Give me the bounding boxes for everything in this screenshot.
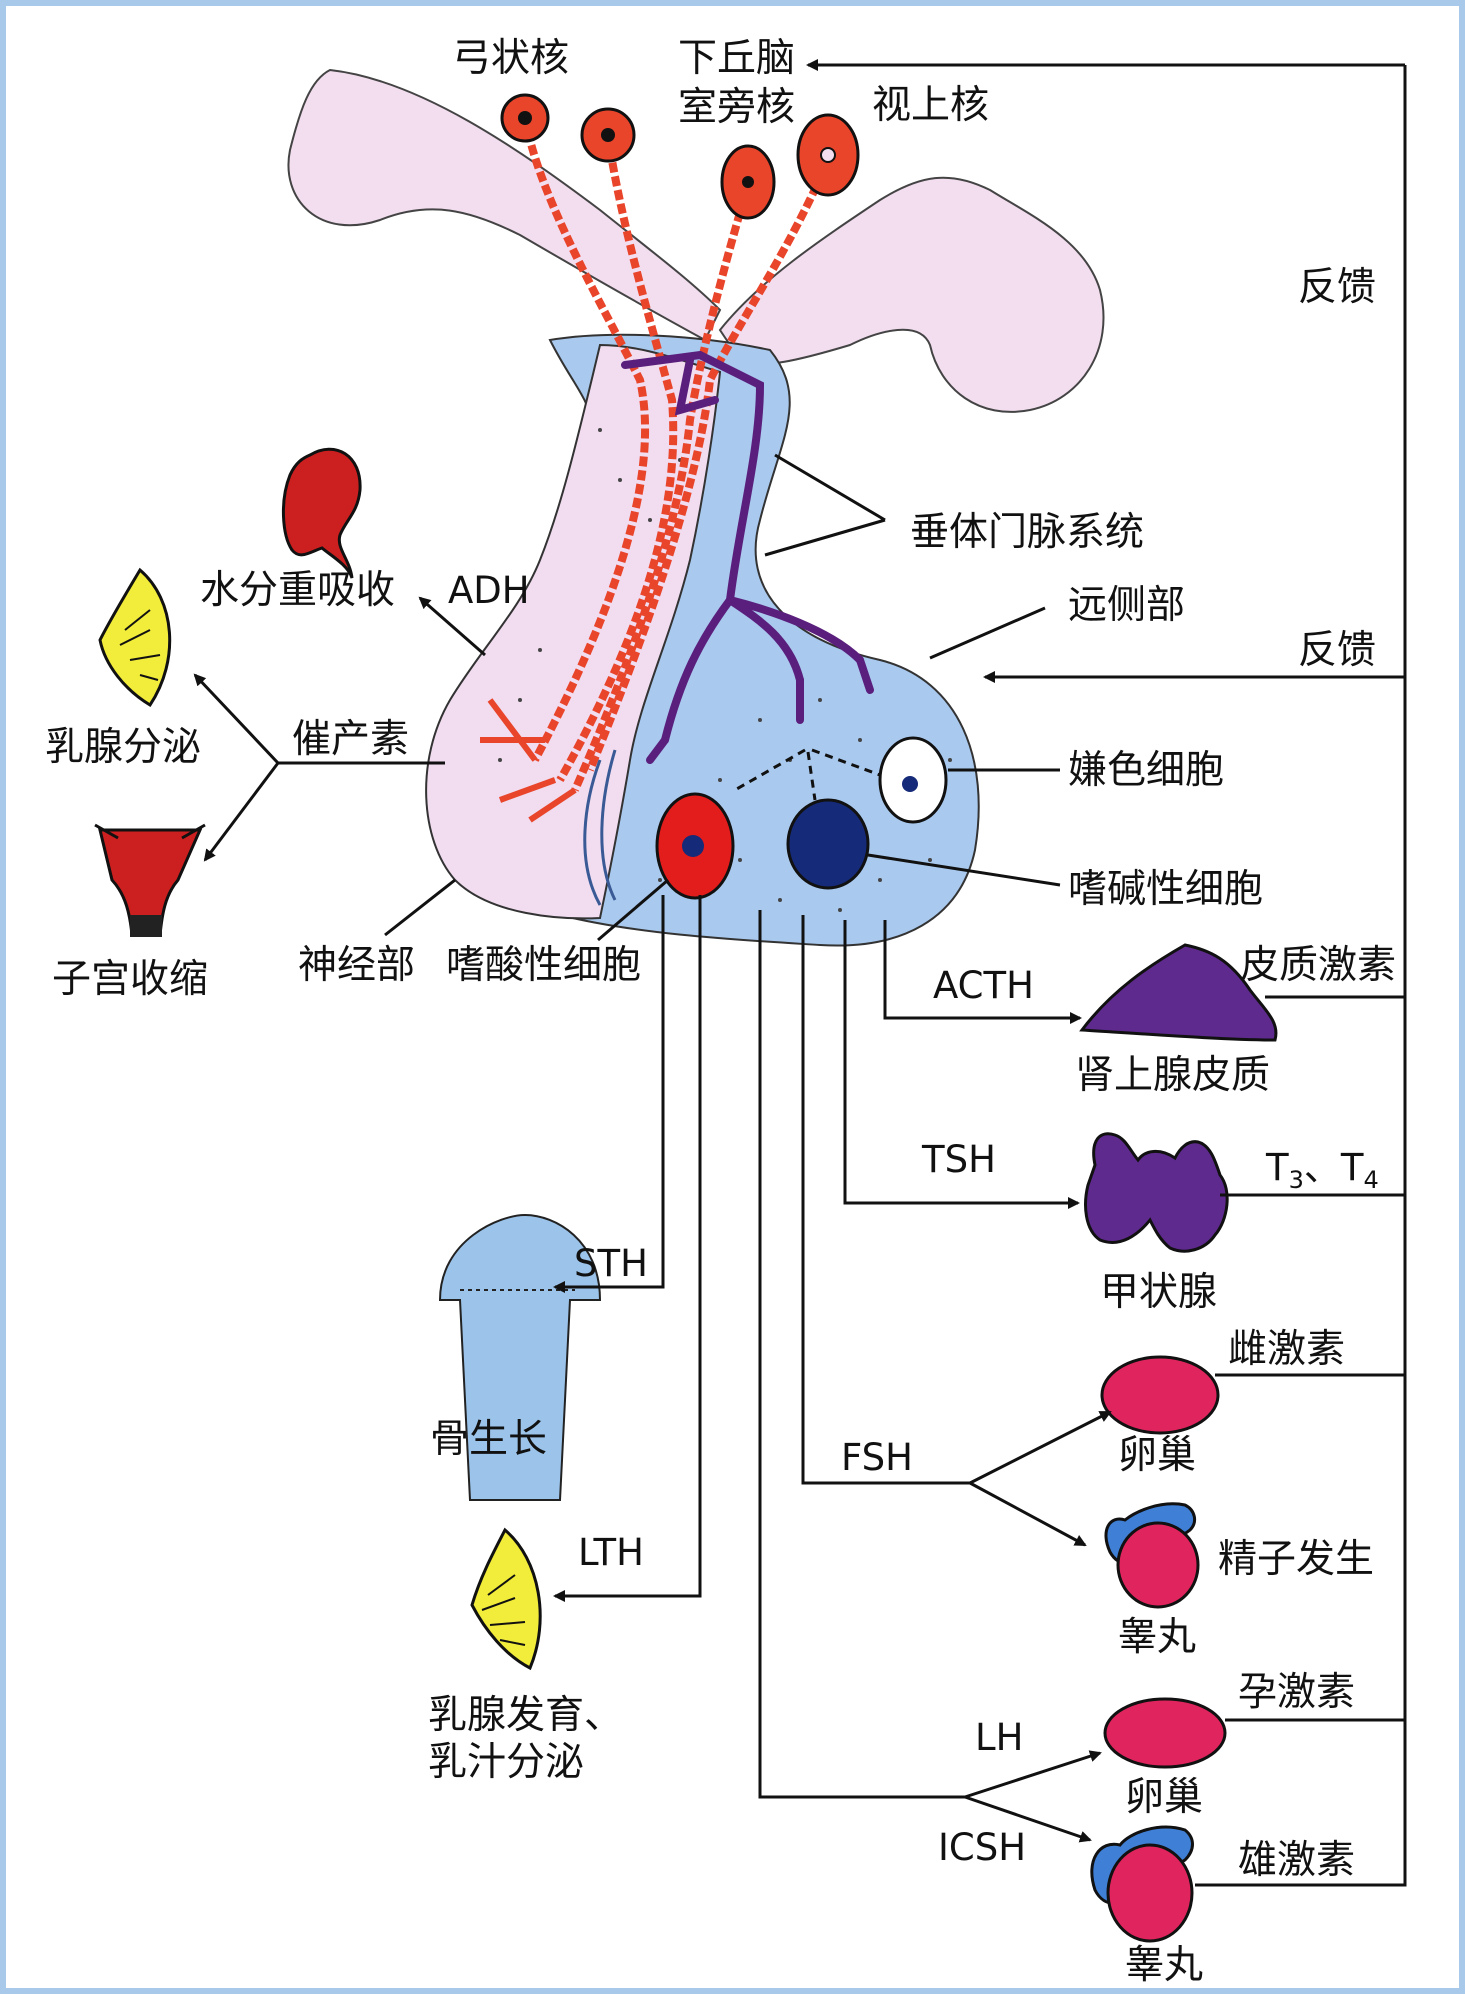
hypothalamus-right-lobe [718, 176, 1105, 413]
mammary-gland-icon-top [98, 567, 172, 708]
thyroid-icon [1084, 1132, 1229, 1253]
label-paraventricular-nucleus: 室旁核 [678, 85, 795, 130]
arcuate-neuron-1-nucleus [518, 111, 532, 125]
label-arcuate-nucleus: 弓状核 [452, 36, 569, 81]
label-lth: LTH [578, 1531, 644, 1574]
label-spermatogenesis: 精子发生 [1218, 1537, 1374, 1582]
portal-vessels [621, 350, 874, 764]
label-t3-t4: T3、T4 [1265, 1146, 1379, 1194]
labels: 弓状核 下丘脑 室旁核 视上核 反馈 垂体门脉系统 远侧部 反馈 水分重吸收 A… [45, 36, 1396, 1988]
label-bone-growth: 骨生长 [430, 1417, 547, 1462]
ovary-icon-lh [1103, 1697, 1227, 1769]
fsh-line [801, 915, 970, 1485]
portal-pointer-2 [764, 518, 886, 557]
label-ovary-lh: 卵巢 [1125, 1775, 1203, 1820]
label-adrenal-cortex: 肾上腺皮质 [1075, 1053, 1270, 1098]
portal-pointer-1 [774, 453, 886, 522]
acidophil-pointer [597, 878, 669, 942]
cell-secretion-arrows [734, 748, 881, 801]
label-acth: ACTH [933, 964, 1034, 1007]
label-oxytocin: 催产素 [292, 717, 409, 762]
basophil-pointer [867, 853, 1061, 887]
supraoptic-neuron-nucleus [820, 147, 836, 163]
label-basophil: 嗜碱性细胞 [1068, 867, 1263, 912]
label-milk-secretion: 乳腺分泌 [45, 725, 201, 770]
neurohypophysis [425, 343, 722, 920]
label-testis-icsh: 睾丸 [1125, 1943, 1203, 1988]
hypothalamus-tissue [287, 68, 1105, 413]
label-hypothalamus: 下丘脑 [678, 36, 795, 81]
adrenal-cortex-icon [1079, 943, 1278, 1042]
uterus-icon [94, 823, 206, 937]
oxytocin-arrow-mammary [193, 673, 280, 765]
acidophil-cell-nucleus [682, 835, 704, 857]
label-corticosteroid: 皮质激素 [1240, 943, 1396, 988]
nerve-fiber-2 [556, 134, 678, 782]
label-fsh: FSH [841, 1436, 913, 1479]
nerve-terminal-branches [480, 698, 577, 823]
cell-types [583, 736, 948, 906]
icsh-arrow-testis [964, 1795, 1092, 1843]
testis-icon-fsh [1104, 1502, 1200, 1609]
feedback-lines [806, 59, 1407, 1887]
fsh-arrow-testis [969, 1481, 1087, 1547]
label-feedback-mid: 反馈 [1298, 628, 1376, 673]
arcuate-neuron-2-nucleus [601, 128, 615, 142]
label-lactation: 乳汁分泌 [428, 1740, 584, 1785]
paraventricular-neuron-nucleus [742, 176, 754, 188]
label-pars-nervosa: 神经部 [298, 943, 415, 988]
label-ovary-fsh: 卵巢 [1118, 1433, 1196, 1478]
label-estrogen: 雌激素 [1228, 1327, 1345, 1372]
label-tsh: TSH [921, 1138, 996, 1181]
lh-line [758, 910, 965, 1799]
pars-tuberalis-strands [583, 749, 617, 906]
label-chromophobe: 嫌色细胞 [1068, 748, 1224, 793]
lh-arrow-ovary [964, 1750, 1102, 1799]
kidney-icon [281, 447, 362, 579]
basophil-cell [786, 798, 870, 890]
hypothalamus-left-lobe [287, 68, 722, 342]
mammary-gland-icon-bottom [470, 1527, 542, 1671]
label-sth: STH [574, 1242, 648, 1285]
fsh-arrow-ovary [969, 1410, 1112, 1485]
label-supraoptic-nucleus: 视上核 [872, 83, 989, 128]
label-androgen: 雄激素 [1238, 1838, 1355, 1883]
label-feedback-top: 反馈 [1298, 265, 1376, 310]
acth-arrow [883, 920, 1082, 1024]
nerve-fiber-3 [571, 183, 752, 792]
label-mammary-development: 乳腺发育、 [428, 1693, 623, 1738]
chromophobe-cell-nucleus [902, 776, 918, 792]
label-pars-distalis: 远侧部 [1068, 583, 1185, 628]
label-portal-system: 垂体门脉系统 [910, 510, 1144, 555]
hormone-lines [193, 453, 1112, 1843]
label-acidophil: 嗜酸性细胞 [446, 943, 641, 988]
label-progesterone: 孕激素 [1238, 1670, 1355, 1715]
adh-arrow [418, 596, 486, 657]
sth-arrow [553, 895, 665, 1293]
ovary-icon-fsh [1100, 1355, 1220, 1435]
label-water-reabsorption: 水分重吸收 [200, 568, 395, 613]
lth-arrow [553, 895, 702, 1602]
label-icsh: ICSH [938, 1826, 1026, 1869]
label-adh: ADH [448, 569, 530, 612]
tsh-arrow [843, 920, 1080, 1209]
pars-distalis-pointer [929, 606, 1046, 660]
label-uterine-contraction: 子宫收缩 [52, 957, 208, 1002]
feedback-main-bus [1195, 65, 1407, 1887]
nerve-fiber-1 [521, 117, 650, 762]
oxytocin-arrow-uterus [203, 762, 280, 862]
label-lh: LH [975, 1716, 1023, 1759]
pars-nervosa-pointer [384, 878, 456, 937]
label-thyroid: 甲状腺 [1100, 1270, 1217, 1315]
label-testis-fsh: 睾丸 [1118, 1615, 1196, 1660]
testis-icon-icsh [1090, 1825, 1194, 1943]
